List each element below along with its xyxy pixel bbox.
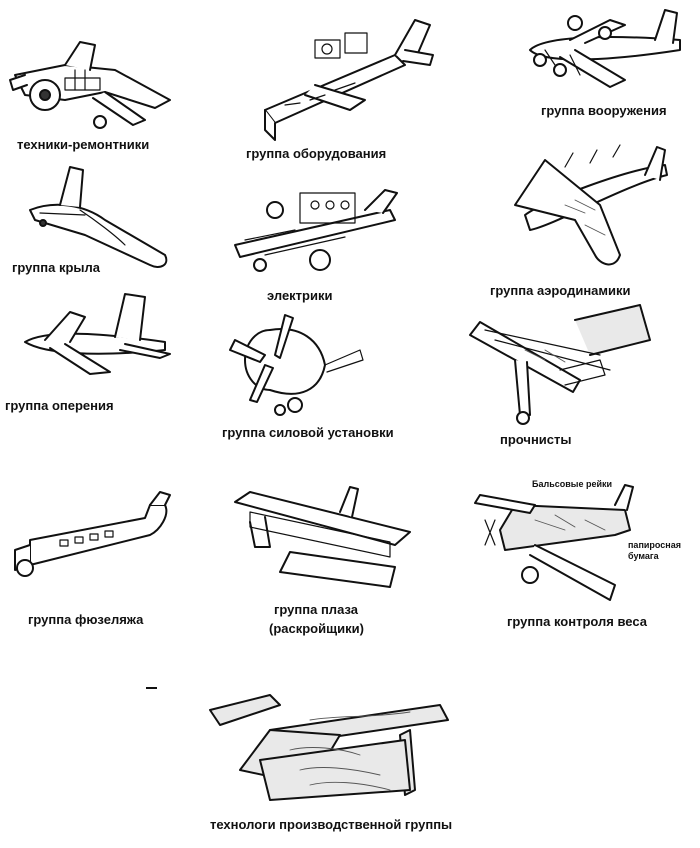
caption-production: технологи производственной группы	[210, 817, 453, 832]
caption-mechanics: техники-ремонтники	[17, 137, 150, 152]
caption-loft-line1: группа плаза	[274, 602, 358, 617]
equipment-airplane-illustration	[264, 19, 434, 141]
caption-aerodynamics: группа аэродинамики	[490, 283, 631, 298]
wing-airplane-illustration	[29, 166, 168, 268]
caption-armament: группа вооружения	[541, 103, 667, 118]
empennage-airplane-illustration	[24, 293, 171, 375]
caption-empennage: группа оперения	[5, 398, 114, 413]
caption-strength: прочнисты	[500, 432, 572, 447]
caption-wing: группа крыла	[12, 260, 100, 275]
caption-fuselage: группа фюзеляжа	[28, 612, 144, 627]
dash-mark	[146, 687, 157, 689]
loft-block-airplane-illustration	[234, 486, 411, 588]
weight-control-airplane-illustration	[474, 484, 634, 601]
caption-loft-line2: (раскройщики)	[269, 621, 364, 636]
armament-airplane-illustration	[529, 9, 681, 88]
fuselage-airplane-illustration	[14, 491, 171, 577]
caption-equipment: группа оборудования	[246, 146, 387, 161]
caption-weight-control: группа контроля веса	[507, 614, 647, 629]
caption-powerplant: группа силовой установки	[222, 425, 394, 440]
powerplant-engine-illustration	[229, 314, 364, 416]
electricians-airplane-illustration	[234, 189, 398, 272]
aerodynamics-airplane-illustration	[514, 144, 668, 266]
annotation-tissue-line2: бумага	[628, 551, 659, 561]
annotation-balsa: Бальсовые рейки	[532, 479, 613, 489]
strength-truss-airplane-illustration	[469, 304, 651, 425]
production-wood-airplane-illustration	[209, 694, 449, 801]
mechanics-airplane-illustration	[9, 41, 171, 129]
caption-electricians: электрики	[267, 288, 333, 303]
annotation-tissue-line1: папиросная	[628, 540, 681, 550]
